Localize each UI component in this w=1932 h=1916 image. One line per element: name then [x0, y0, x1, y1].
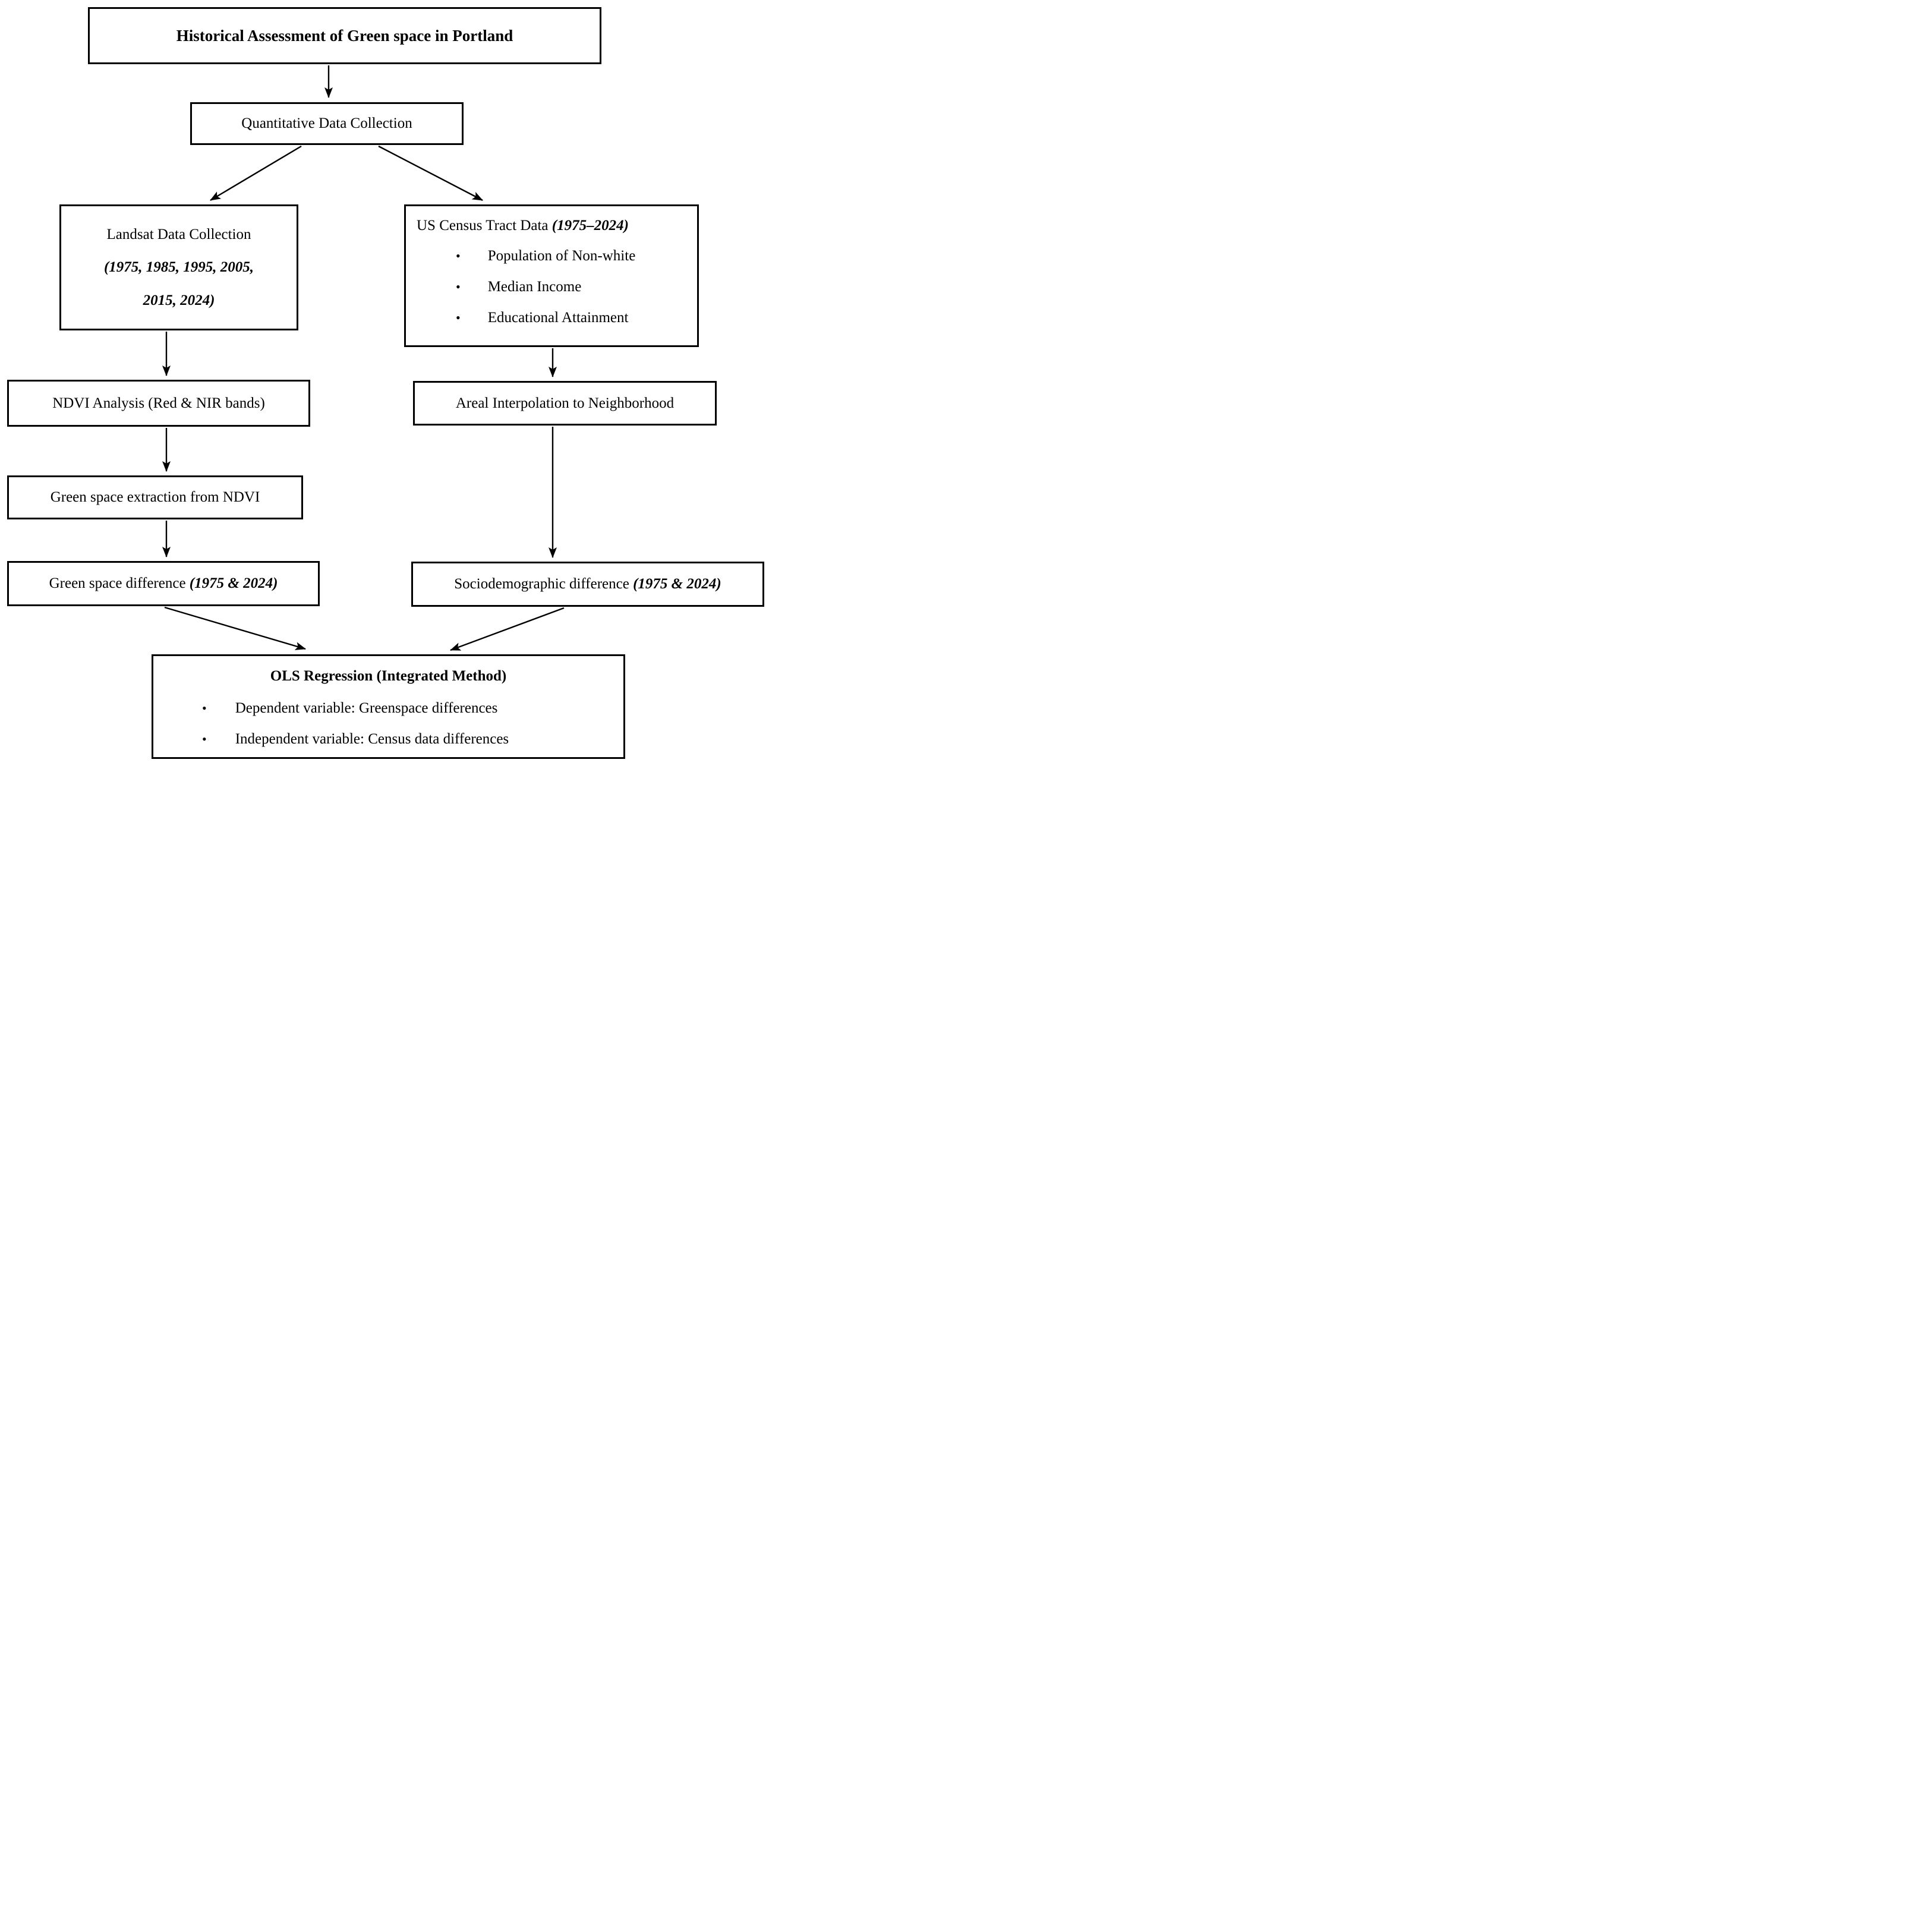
- ols-bullet-1-text: Dependent variable: Greenspace differenc…: [235, 700, 498, 716]
- census-bullet-1: • Population of Non-white: [417, 241, 697, 272]
- arrow-sociodiff-to-ols: [450, 607, 565, 651]
- landsat-line1: Landsat Data Collection: [106, 226, 251, 242]
- areal-box: Areal Interpolation to Neighborhood: [413, 381, 717, 426]
- green-difference-years: (1975 & 2024): [189, 575, 278, 591]
- arrow-quantitative-to-census: [378, 145, 483, 201]
- title-box: Historical Assessment of Green space in …: [88, 7, 601, 64]
- census-bullet-2: • Median Income: [417, 272, 697, 302]
- ndvi-text: NDVI Analysis (Red & NIR bands): [52, 395, 265, 411]
- quantitative-box: Quantitative Data Collection: [190, 102, 464, 145]
- ols-box: OLS Regression (Integrated Method) • Dep…: [152, 654, 625, 759]
- census-title-text: US Census Tract Data: [417, 218, 552, 234]
- green-difference-text: Green space difference (1975 & 2024): [49, 575, 278, 592]
- census-bullet-3: • Educational Attainment: [417, 302, 697, 333]
- extraction-text: Green space extraction from NDVI: [50, 489, 260, 505]
- landsat-line2: (1975, 1985, 1995, 2005,: [103, 259, 254, 275]
- ols-bullet-2-text: Independent variable: Census data differ…: [235, 731, 509, 747]
- green-difference-box: Green space difference (1975 & 2024): [7, 561, 320, 606]
- census-bullet-2-text: Median Income: [487, 279, 582, 295]
- title-text: Historical Assessment of Green space in …: [176, 26, 513, 45]
- flowchart-page: Historical Assessment of Green space in …: [0, 0, 773, 767]
- quantitative-text: Quantitative Data Collection: [241, 115, 412, 131]
- census-title-years: (1975–2024): [551, 218, 629, 234]
- arrow-greendiff-to-ols: [164, 606, 306, 650]
- bullet-dot-icon: •: [456, 279, 461, 294]
- arrow-quantitative-to-landsat: [210, 145, 302, 201]
- ols-bullet-1: • Dependent variable: Greenspace differe…: [153, 693, 623, 724]
- bullet-dot-icon: •: [202, 701, 207, 716]
- ols-title: OLS Regression (Integrated Method): [270, 668, 507, 684]
- bullet-dot-icon: •: [456, 310, 461, 325]
- ndvi-box: NDVI Analysis (Red & NIR bands): [7, 380, 310, 427]
- ols-bullet-2: • Independent variable: Census data diff…: [153, 724, 623, 755]
- census-title: US Census Tract Data (1975–2024): [417, 211, 697, 241]
- landsat-box: Landsat Data Collection (1975, 1985, 199…: [59, 204, 298, 330]
- census-box: US Census Tract Data (1975–2024) • Popul…: [404, 204, 699, 347]
- areal-text: Areal Interpolation to Neighborhood: [455, 395, 675, 411]
- socio-difference-text: Sociodemographic difference (1975 & 2024…: [454, 576, 721, 593]
- bullet-dot-icon: •: [456, 248, 461, 263]
- census-bullet-1-text: Population of Non-white: [487, 248, 636, 264]
- extraction-box: Green space extraction from NDVI: [7, 475, 303, 519]
- bullet-dot-icon: •: [202, 732, 207, 746]
- socio-difference-years: (1975 & 2024): [633, 576, 721, 592]
- green-difference-normal: Green space difference: [49, 575, 190, 591]
- socio-difference-box: Sociodemographic difference (1975 & 2024…: [411, 562, 764, 607]
- landsat-line3: 2015, 2024): [143, 292, 215, 308]
- census-bullet-3-text: Educational Attainment: [487, 310, 629, 326]
- socio-difference-normal: Sociodemographic difference: [454, 576, 634, 592]
